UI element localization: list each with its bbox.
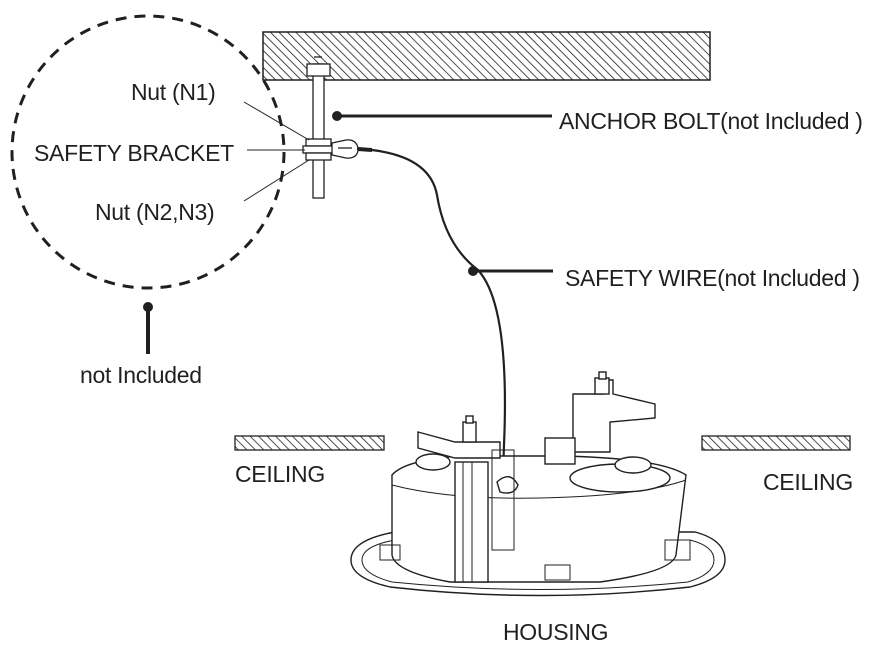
nut-n2 xyxy=(305,138,332,147)
detail-circle xyxy=(10,14,286,290)
label-safety-bracket: SAFETY BRACKET xyxy=(34,140,234,166)
label-ceiling-right: CEILING xyxy=(763,469,853,495)
ceiling-board-left xyxy=(234,435,385,451)
safety-wire xyxy=(356,147,507,476)
leader-nut-n1 xyxy=(243,101,310,141)
label-nut-n2-n3: Nut (N2,N3) xyxy=(95,199,215,225)
upper-slab xyxy=(262,31,711,81)
label-nut-n1: Nut (N1) xyxy=(131,79,216,105)
nut-n3 xyxy=(305,152,332,161)
label-safety-wire: SAFETY WIRE(not Included ) xyxy=(565,265,860,291)
label-not-included: not Included xyxy=(80,362,202,388)
ceiling-board-right xyxy=(701,435,851,451)
safety-bracket xyxy=(302,145,335,154)
nut-n1 xyxy=(306,63,331,77)
housing-right-clamp xyxy=(572,379,656,453)
anchor-bolt xyxy=(312,63,325,199)
label-ceiling-left: CEILING xyxy=(235,461,325,487)
housing xyxy=(350,371,726,597)
label-anchor-bolt: ANCHOR BOLT(not Included ) xyxy=(559,108,863,134)
housing-left-clamp xyxy=(417,431,501,459)
leader-nut-n2-n3 xyxy=(243,159,310,202)
leader-lines xyxy=(143,101,553,354)
bracket-eye xyxy=(331,139,359,159)
anchor-bolt-assembly xyxy=(302,56,359,199)
wire-loop xyxy=(496,476,519,494)
label-housing: HOUSING xyxy=(503,619,609,645)
